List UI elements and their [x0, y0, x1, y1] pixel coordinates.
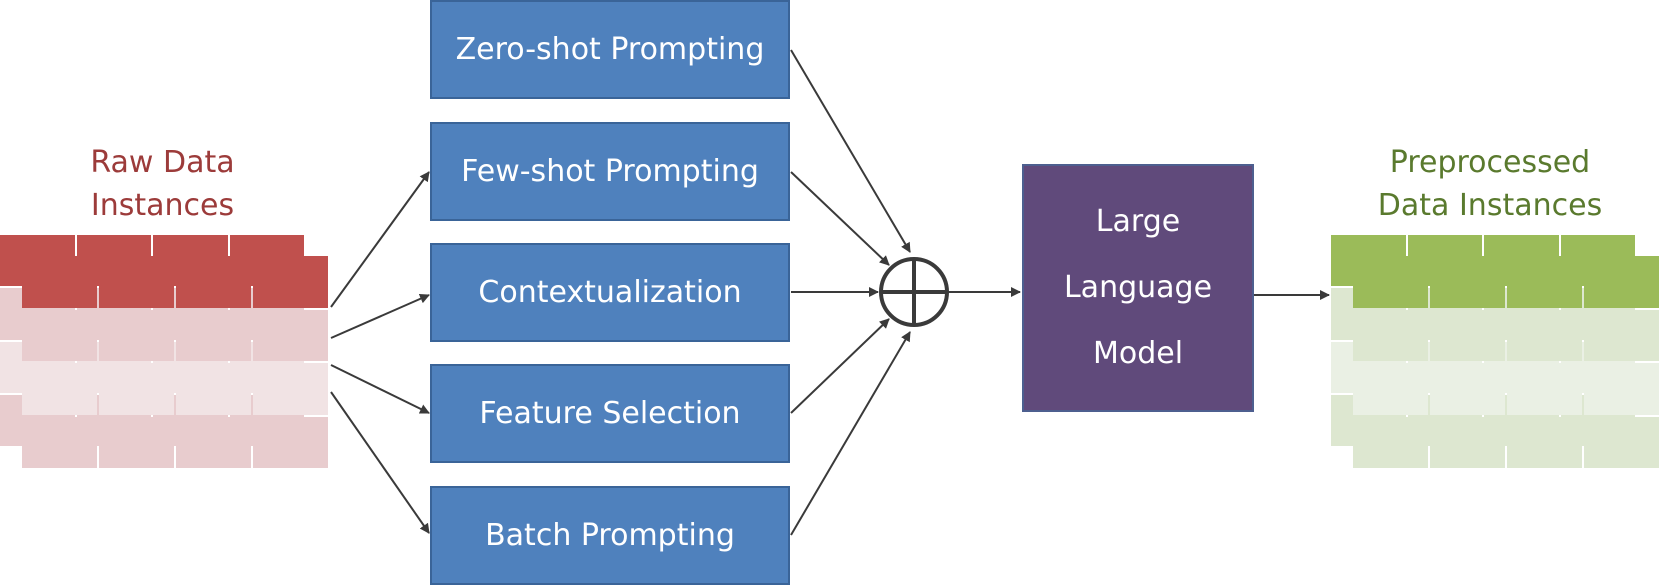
large-language-model-box: Large Language Model — [1022, 164, 1254, 412]
arrow-zero-shot-to-combiner — [790, 49, 911, 253]
technique-contextualization: Contextualization — [430, 243, 790, 342]
preprocessed-data-body-cell — [1584, 416, 1659, 468]
technique-few-shot-prompting: Few-shot Prompting — [430, 122, 790, 221]
arrow-few-shot-to-combiner — [790, 171, 890, 266]
preprocessed-data-body-cell — [1584, 309, 1659, 361]
arrow-feature-selection-to-combiner — [790, 318, 890, 414]
model-label-line3: Model — [1092, 336, 1184, 371]
preprocessed-data-caption: Preprocessed Data Instances — [1330, 141, 1650, 227]
preprocessed-data-caption-line1: Preprocessed — [1389, 145, 1591, 180]
raw-data-body-cell — [176, 416, 251, 468]
model-label-line2: Language — [1063, 270, 1213, 305]
arrow-raw-to-feature-selection — [330, 364, 430, 414]
preprocessed-data-table — [1353, 256, 1661, 470]
preprocessed-data-header-cell — [1430, 256, 1505, 308]
arrow-raw-to-contextualization — [330, 294, 430, 339]
preprocessed-data-header-cell — [1507, 256, 1582, 308]
preprocessed-data-body-cell — [1430, 309, 1505, 361]
technique-label: Contextualization — [478, 275, 742, 310]
preprocessed-data-body-cell — [1353, 309, 1428, 361]
technique-label: Few-shot Prompting — [461, 154, 759, 189]
raw-data-body-cell — [176, 309, 251, 361]
technique-label: Zero-shot Prompting — [455, 32, 765, 67]
raw-data-header-cell — [253, 256, 328, 308]
technique-label: Batch Prompting — [485, 518, 735, 553]
arrow-batch-prompting-to-combiner — [790, 331, 911, 536]
raw-data-header-cell — [22, 256, 97, 308]
raw-data-body-cell — [253, 363, 328, 415]
preprocessed-data-body-cell — [1584, 363, 1659, 415]
model-label-line1: Large — [1095, 204, 1181, 239]
raw-data-header-cell — [176, 256, 251, 308]
raw-data-table — [22, 256, 330, 470]
raw-data-body-cell — [99, 416, 174, 468]
arrow-raw-to-few-shot — [330, 171, 430, 308]
technique-feature-selection: Feature Selection — [430, 364, 790, 463]
preprocessed-data-body-cell — [1507, 309, 1582, 361]
preprocessed-data-body-cell — [1430, 416, 1505, 468]
raw-data-body-cell — [253, 309, 328, 361]
circled-plus-icon — [879, 257, 949, 327]
preprocessed-data-header-cell — [1353, 256, 1428, 308]
preprocessed-data-header-cell — [1584, 256, 1659, 308]
raw-data-body-cell — [22, 363, 97, 415]
raw-data-body-cell — [99, 309, 174, 361]
raw-data-body-cell — [22, 309, 97, 361]
raw-data-body-cell — [99, 363, 174, 415]
preprocessed-data-body-cell — [1353, 416, 1428, 468]
raw-data-header-cell — [99, 256, 174, 308]
technique-label: Feature Selection — [479, 396, 741, 431]
raw-data-body-cell — [253, 416, 328, 468]
preprocessed-data-body-cell — [1430, 363, 1505, 415]
raw-data-body-cell — [22, 416, 97, 468]
raw-data-caption-line2: Instances — [90, 188, 235, 223]
preprocessed-data-body-cell — [1507, 363, 1582, 415]
arrow-raw-to-batch-prompting — [330, 391, 430, 534]
raw-data-caption-line1: Raw Data — [90, 145, 235, 180]
raw-data-caption: Raw Data Instances — [40, 141, 285, 227]
preprocessed-data-body-cell — [1507, 416, 1582, 468]
preprocessed-data-body-cell — [1353, 363, 1428, 415]
technique-batch-prompting: Batch Prompting — [430, 486, 790, 585]
raw-data-body-cell — [176, 363, 251, 415]
preprocessed-data-caption-line2: Data Instances — [1377, 188, 1603, 223]
technique-zero-shot-prompting: Zero-shot Prompting — [430, 0, 790, 99]
